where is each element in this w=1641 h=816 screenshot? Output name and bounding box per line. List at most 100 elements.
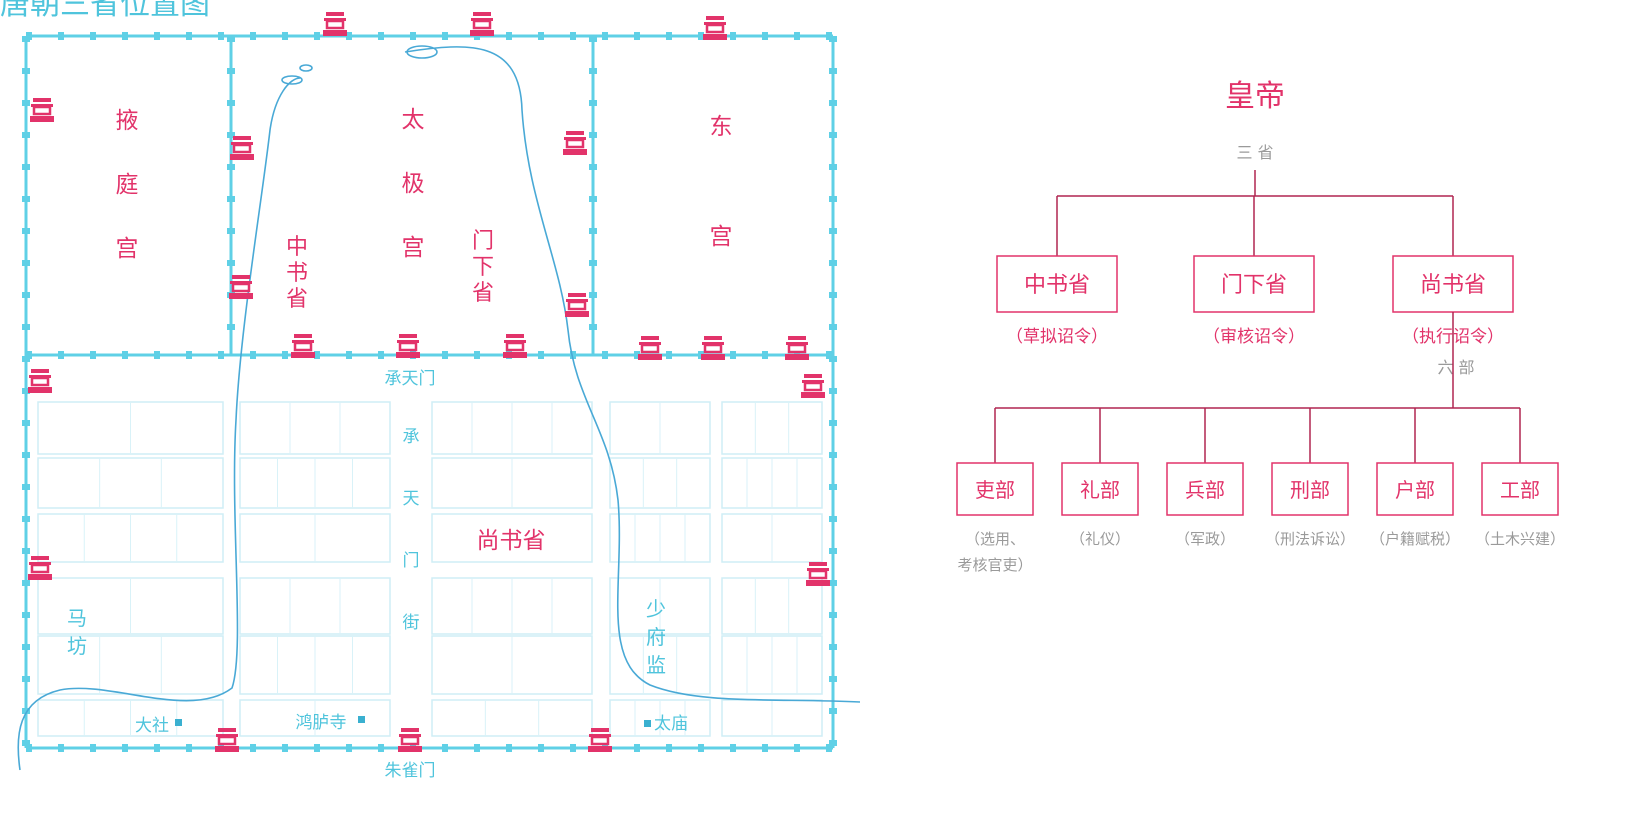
gate-tower-1 [470,12,494,36]
province-box-1 [1193,255,1315,313]
gate-tower-7 [565,293,589,317]
gate-tower-5-base [563,149,587,155]
map-title: 唐朝三省位置图 [0,0,210,22]
gate-tower-13-eave [786,342,808,345]
gate-tower-19-hall [400,735,420,746]
taiji-palace-label-char-0: 太 [402,107,425,133]
gate-tower-16-roof [31,556,49,560]
pond-3 [299,64,313,72]
three-provinces-label: 三 省 [1236,143,1273,162]
gate-tower-10-eave [504,340,526,343]
gate-tower-17 [806,562,830,586]
gate-tower-5-eave [564,137,586,140]
ministry-role-line2-0: 考核官吏） [957,556,1032,574]
zhongshu-sheng-map-label-char-2: 省 [286,287,308,312]
gate-tower-19-base [398,746,422,752]
gate-tower-13 [785,336,809,360]
gate-tower-12-base [701,354,725,360]
gate-tower-13-roof [788,336,806,340]
taimiao-label: 太庙 [654,714,688,734]
ministry-box-0 [956,462,1034,516]
gate-tower-10 [503,334,527,358]
ministry-role-0: （选用、 [965,530,1025,548]
gate-tower-2-base [703,34,727,40]
gate-tower-13-hall [787,343,807,354]
ministry-role-4: （户籍赋税） [1370,530,1460,548]
gate-tower-5-hall [565,138,585,149]
menxia-sheng-map-label-char-0: 门 [472,229,494,254]
pond-1 [406,45,438,59]
emperor-label: 皇帝 [1225,79,1285,114]
menxia-sheng-map-label-char-1: 下 [472,255,494,280]
yeting-palace-label-char-1: 庭 [116,172,139,198]
gate-tower-2-roof [706,16,724,20]
gate-tower-8 [291,334,315,358]
chengtian-street-label-char-0: 承 [403,427,420,447]
province-role-0: （草拟诏令） [1006,327,1108,347]
gate-tower-16-base [28,574,52,580]
gate-tower-12-roof [704,336,722,340]
gate-tower-13-base [785,354,809,360]
gate-tower-0-base [323,30,347,36]
gate-tower-12 [701,336,725,360]
gate-tower-2 [703,16,727,40]
gate-tower-20 [588,728,612,752]
dong-palace-label-char-0: 东 [710,114,733,140]
province-box-0 [996,255,1118,313]
shaofujian-label-char-0: 少 [646,597,666,621]
gate-tower-1-eave [471,18,493,21]
gate-tower-8-hall [293,341,313,352]
gate-tower-9-roof [399,334,417,338]
menxia-sheng-map-label-char-2: 省 [472,281,494,306]
gate-tower-10-hall [505,341,525,352]
gate-tower-0 [323,12,347,36]
gate-tower-4-roof [233,136,251,140]
city-block-21 [609,635,711,695]
gate-tower-20-hall [590,735,610,746]
gate-tower-1-hall [472,19,492,30]
gate-tower-5 [563,131,587,155]
gate-tower-9-eave [397,340,419,343]
yeting-palace-label-char-0: 掖 [116,108,139,134]
gate-tower-2-hall [705,23,725,34]
gate-tower-6-eave [230,281,252,284]
mafang-label-char-0: 马 [67,606,87,630]
honglusi-marker [358,716,365,723]
gate-tower-20-base [588,746,612,752]
gate-tower-20-roof [591,728,609,732]
gate-tower-3 [30,98,54,122]
gate-tower-14-hall [30,376,50,387]
honglusi-label: 鸿胪寺 [296,713,347,733]
gate-tower-6-roof [232,275,250,279]
ministry-name-1: 礼部 [1080,478,1120,502]
gate-tower-7-base [565,311,589,317]
gate-tower-4-hall [232,143,252,154]
taishe-marker [175,719,182,726]
mafang-label-char-1: 坊 [67,634,87,658]
gate-tower-11-roof [641,336,659,340]
taiji-palace-label-char-2: 宫 [402,235,425,261]
ministry-name-4: 户部 [1395,478,1435,502]
city-block-16 [431,699,593,737]
province-name-2: 尚书省 [1420,273,1486,298]
gate-tower-7-eave [566,299,588,302]
city-block-26 [721,577,823,635]
gate-tower-19-eave [399,734,421,737]
ministry-name-3: 刑部 [1290,478,1330,502]
gate-tower-4-eave [231,142,253,145]
ministry-box-2 [1166,462,1244,516]
gate-tower-12-eave [702,342,724,345]
taishe-label: 大社 [135,716,169,736]
gate-tower-17-base [806,580,830,586]
gate-tower-18-eave [216,734,238,737]
province-name-0: 中书省 [1024,273,1090,298]
gate-tower-11-base [638,354,662,360]
gate-tower-19-roof [401,728,419,732]
ministry-box-4 [1376,462,1454,516]
gate-tower-10-base [503,352,527,358]
gate-tower-8-roof [294,334,312,338]
gate-tower-7-hall [567,300,587,311]
gate-tower-18-base [215,746,239,752]
gate-tower-15-roof [804,374,822,378]
